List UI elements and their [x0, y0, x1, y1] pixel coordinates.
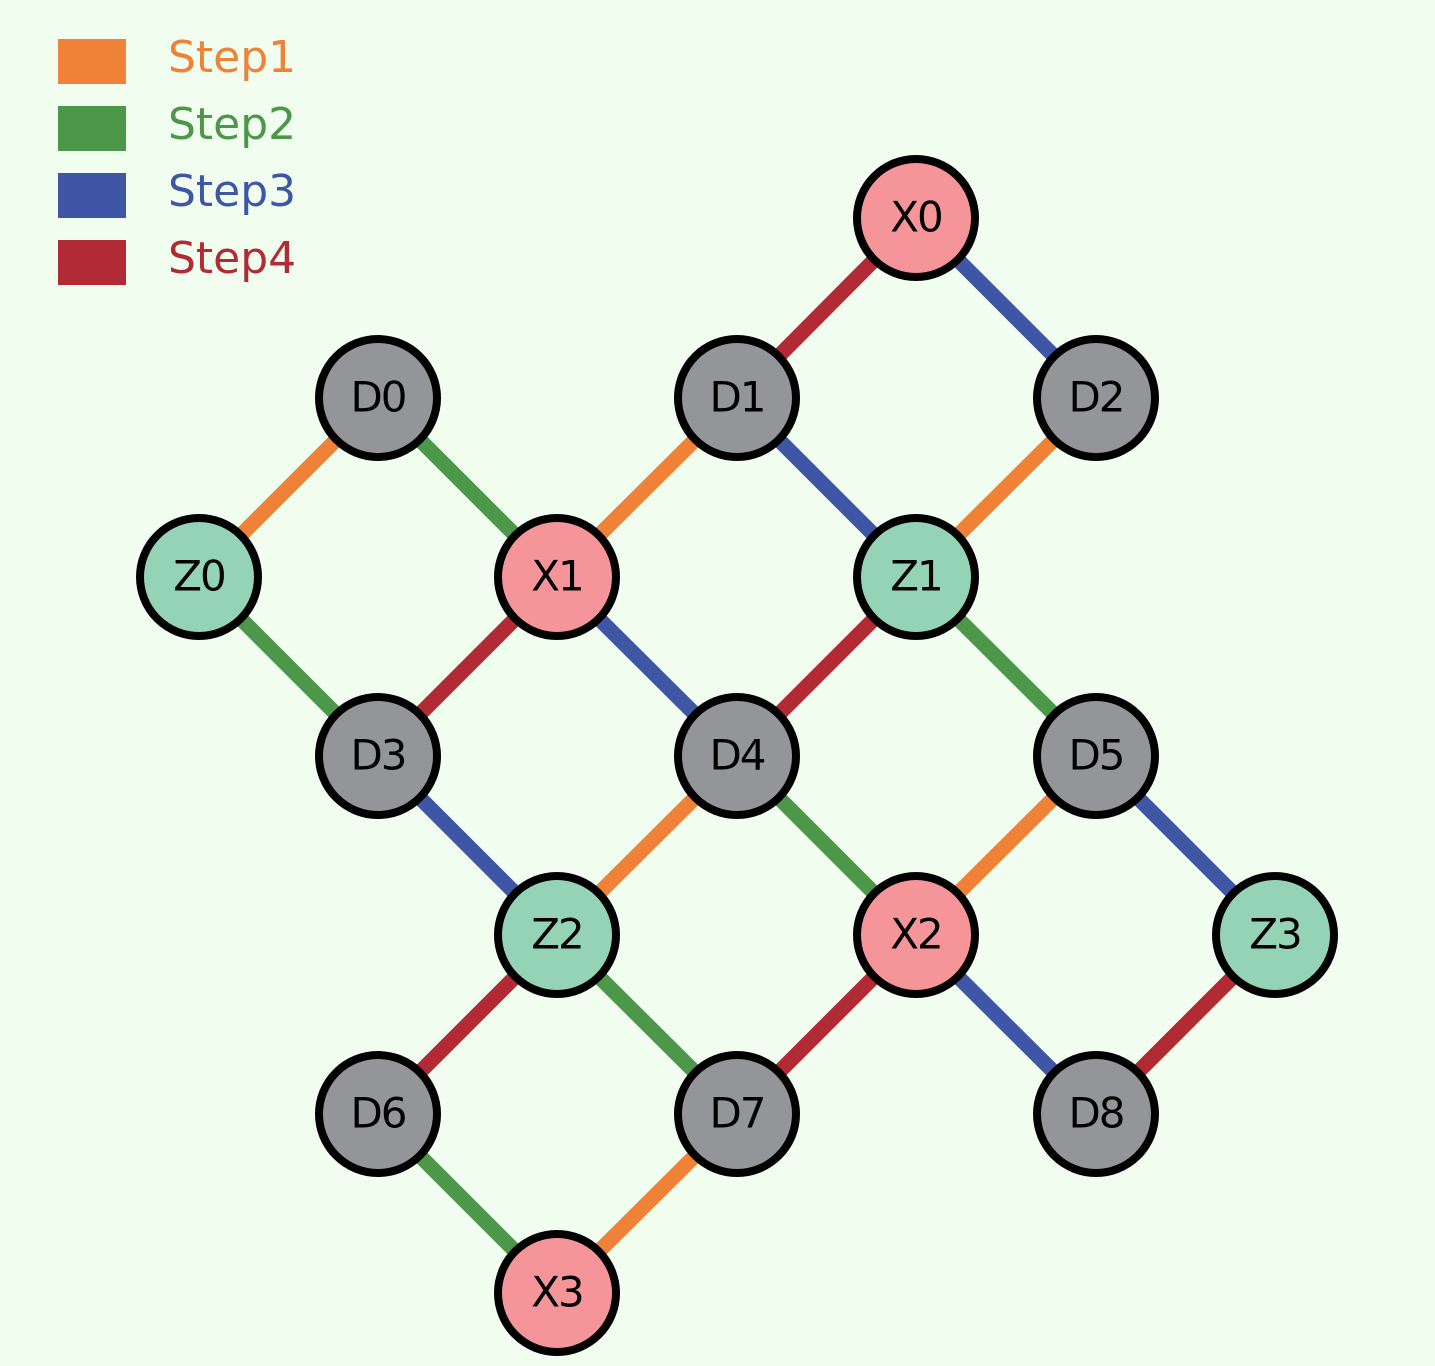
node-circle-x0: [853, 155, 979, 281]
node-circle-z3: [1212, 872, 1338, 998]
node-d0: D0: [315, 335, 441, 461]
node-d1: D1: [674, 335, 800, 461]
node-d3: D3: [315, 693, 441, 819]
legend-item-step3: Step3: [58, 170, 296, 237]
node-d5: D5: [1033, 693, 1159, 819]
legend-swatch-step3: [58, 173, 126, 218]
node-x0: X0: [853, 155, 979, 281]
node-z2: Z2: [494, 872, 620, 998]
node-label-x0: X0: [890, 193, 942, 242]
node-label-x2: X2: [890, 910, 942, 959]
node-label-d8: D8: [1068, 1089, 1123, 1138]
node-circle-z2: [494, 872, 620, 998]
legend-item-step2: Step2: [58, 103, 296, 170]
node-d8: D8: [1033, 1051, 1159, 1177]
node-circle-x1: [494, 514, 620, 640]
node-circle-d4: [674, 693, 800, 819]
node-circle-x2: [853, 872, 979, 998]
node-label-d6: D6: [350, 1089, 405, 1138]
node-label-d7: D7: [709, 1089, 764, 1138]
node-circle-d3: [315, 693, 441, 819]
legend-swatch-step4: [58, 240, 126, 285]
node-circle-d8: [1033, 1051, 1159, 1177]
node-x1: X1: [494, 514, 620, 640]
node-circle-z1: [853, 514, 979, 640]
node-circle-d6: [315, 1051, 441, 1177]
node-label-d5: D5: [1068, 731, 1123, 780]
node-circle-d7: [674, 1051, 800, 1177]
node-circle-d1: [674, 335, 800, 461]
legend-label-step3: Step3: [168, 166, 297, 217]
node-z3: Z3: [1212, 872, 1338, 998]
node-d2: D2: [1033, 335, 1159, 461]
legend-label-step4: Step4: [168, 233, 297, 284]
node-label-d3: D3: [350, 731, 405, 780]
node-label-d0: D0: [350, 373, 405, 422]
legend-label-step1: Step1: [168, 32, 297, 83]
node-circle-d5: [1033, 693, 1159, 819]
node-d7: D7: [674, 1051, 800, 1177]
node-circle-x3: [494, 1230, 620, 1356]
node-label-x1: X1: [531, 552, 583, 601]
node-z1: Z1: [853, 514, 979, 640]
node-d4: D4: [674, 693, 800, 819]
node-label-x3: X3: [531, 1268, 583, 1317]
legend: Step1 Step2 Step3 Step4: [58, 36, 296, 304]
node-circle-z0: [136, 514, 262, 640]
node-label-z1: Z1: [890, 552, 942, 601]
node-circle-d0: [315, 335, 441, 461]
node-x3: X3: [494, 1230, 620, 1356]
legend-item-step1: Step1: [58, 36, 296, 103]
node-z0: Z0: [136, 514, 262, 640]
node-circle-d2: [1033, 335, 1159, 461]
node-label-z0: Z0: [173, 552, 225, 601]
node-label-d4: D4: [709, 731, 764, 780]
legend-swatch-step1: [58, 39, 126, 84]
node-d6: D6: [315, 1051, 441, 1177]
node-x2: X2: [853, 872, 979, 998]
legend-swatch-step2: [58, 106, 126, 151]
legend-item-step4: Step4: [58, 237, 296, 304]
node-label-z3: Z3: [1249, 910, 1301, 959]
node-label-z2: Z2: [531, 910, 583, 959]
node-label-d2: D2: [1068, 373, 1123, 422]
legend-label-step2: Step2: [168, 99, 297, 150]
node-label-d1: D1: [709, 373, 764, 422]
